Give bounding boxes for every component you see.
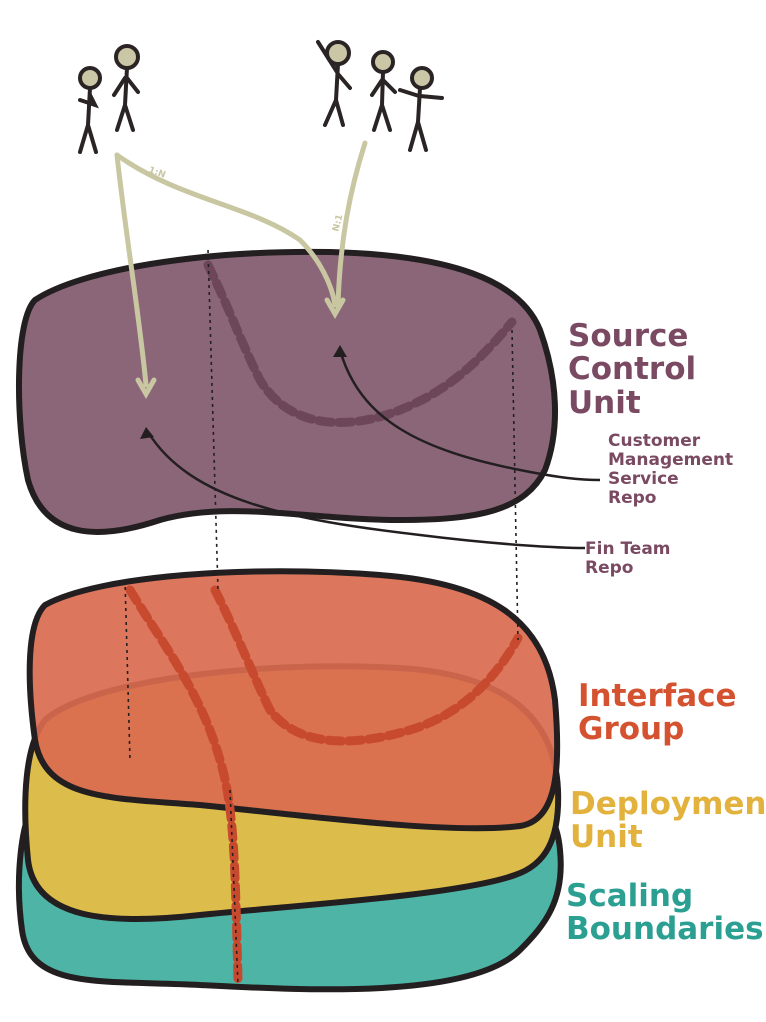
label-line: Unit bbox=[568, 384, 641, 421]
label-customer-management-service-repo: Customer Management Service Repo bbox=[608, 431, 734, 509]
team-arrow-n1 bbox=[335, 140, 368, 308]
stick-figure-icon bbox=[316, 40, 352, 127]
label-scaling-boundaries: Scaling Boundaries bbox=[566, 878, 764, 948]
service-path-interface-2 bbox=[210, 585, 523, 746]
label-fin-team-repo: Fin Team Repo bbox=[585, 539, 671, 579]
arrowhead-icon bbox=[333, 345, 347, 357]
label-line: Customer bbox=[608, 431, 701, 451]
label-line: Group bbox=[578, 711, 685, 748]
arrowhead-icon bbox=[324, 297, 346, 320]
label-line: Management bbox=[608, 450, 734, 471]
label-line: Scaling bbox=[566, 878, 694, 914]
relation-label-n1: N:1 bbox=[331, 213, 345, 232]
label-line: Service bbox=[608, 469, 679, 490]
projection-line bbox=[207, 249, 219, 591]
label-line: Repo bbox=[608, 488, 657, 509]
service-path-interface bbox=[125, 585, 243, 985]
arrowhead-icon bbox=[140, 427, 154, 439]
label-deployment-unit: Deployment Unit bbox=[570, 786, 766, 856]
label-source-control-unit: Source Control Unit bbox=[568, 318, 697, 421]
service-path-source bbox=[203, 260, 517, 427]
label-line: Boundaries bbox=[566, 911, 764, 948]
label-interface-group: Interface Group bbox=[578, 678, 737, 748]
label-line: Unit bbox=[570, 819, 643, 856]
source-control-unit-layer bbox=[16, 248, 559, 535]
label-line: Interface bbox=[578, 678, 737, 714]
label-line: Control bbox=[568, 351, 697, 388]
stick-figure-icon bbox=[370, 50, 397, 132]
fin-repo-pointer bbox=[146, 431, 586, 550]
label-line: Deployment bbox=[570, 786, 766, 822]
label-line: Repo bbox=[585, 558, 634, 579]
arrowhead-icon bbox=[135, 377, 157, 400]
projection-line bbox=[229, 789, 239, 986]
stick-figure-icon bbox=[398, 66, 444, 152]
stick-figure-icon bbox=[78, 66, 102, 154]
team-arrow-1n bbox=[114, 152, 338, 308]
label-line: Fin Team bbox=[585, 539, 671, 559]
label-line: Source bbox=[568, 318, 689, 354]
projection-line bbox=[511, 329, 519, 641]
customer-repo-pointer bbox=[338, 349, 601, 482]
team-arrow-1n bbox=[114, 152, 149, 388]
stick-figure-icon bbox=[112, 44, 140, 132]
interface-group-layer bbox=[26, 568, 561, 832]
projection-line bbox=[124, 579, 131, 761]
